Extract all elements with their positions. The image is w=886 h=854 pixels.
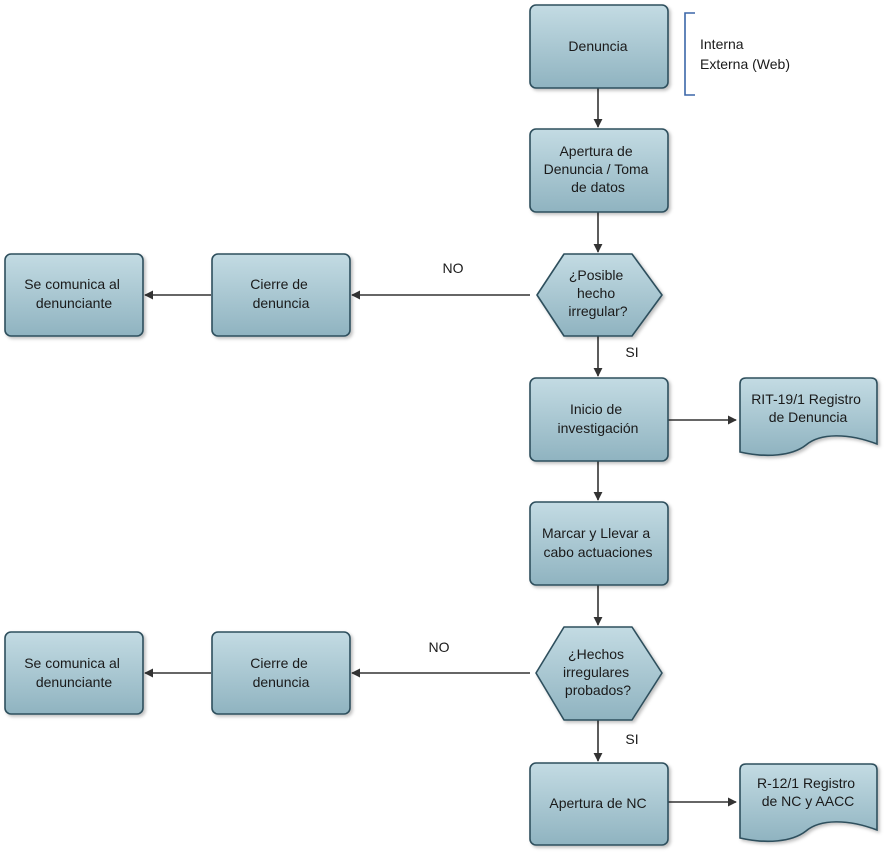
node-registro-rit xyxy=(739,377,878,457)
node-inicio-investigacion-line-1: Inicio de xyxy=(570,401,622,417)
node-marcar-actuaciones-label: Marcar y Llevar a cabo actuaciones xyxy=(542,525,654,560)
node-apertura-nc xyxy=(529,762,669,846)
node-comunica-2-label: Se comunica al denunciante xyxy=(24,655,124,690)
node-comunica-1 xyxy=(4,253,144,337)
annotation-line-1: Interna xyxy=(700,36,744,52)
node-registro-r12 xyxy=(739,763,878,843)
node-decision-posible-line-2: hecho xyxy=(577,285,615,301)
node-apertura-nc-line-1: Apertura de NC xyxy=(549,795,646,811)
node-decision-hechos xyxy=(535,626,663,721)
edge-label-si-2: SI xyxy=(625,731,638,747)
node-inicio-investigacion xyxy=(529,377,669,462)
node-registro-r12-label: R-12/1 Registro de NC y AACC xyxy=(757,775,859,809)
node-marcar-actuaciones-line-1: Marcar y Llevar a xyxy=(542,525,650,541)
node-comunica-2-line-1: Se comunica al xyxy=(24,655,120,671)
node-decision-posible-line-1: ¿Posible xyxy=(569,267,624,283)
node-decision-posible-line-3: irregular? xyxy=(568,303,627,319)
node-apertura-denuncia xyxy=(529,128,669,213)
node-denuncia-label: Denuncia xyxy=(568,38,627,54)
node-marcar-actuaciones-line-2: cabo actuaciones xyxy=(544,544,653,560)
edges xyxy=(144,88,737,807)
edge-label-si-1: SI xyxy=(625,344,638,360)
annotation-text: Interna Externa (Web) xyxy=(700,36,790,72)
node-decision-hechos-label: ¿Hechos irregulares probados? xyxy=(563,646,633,698)
annotation-bracket xyxy=(684,12,695,96)
node-cierre-1-label: Cierre de denuncia xyxy=(250,276,311,311)
node-apertura-denuncia-line-1: Apertura de xyxy=(559,143,632,159)
node-apertura-denuncia-label: Apertura de Denuncia / Toma de datos xyxy=(544,143,653,195)
node-comunica-1-label: Se comunica al denunciante xyxy=(24,276,124,311)
node-registro-r12-line-1: R-12/1 Registro xyxy=(757,775,855,791)
node-cierre-1 xyxy=(211,253,351,337)
node-decision-hechos-line-3: probados? xyxy=(565,682,631,698)
node-apertura-denuncia-line-2: Denuncia / Toma xyxy=(544,161,649,177)
node-inicio-investigacion-line-2: investigación xyxy=(558,420,639,436)
node-registro-rit-line-2: de Denuncia xyxy=(769,409,848,425)
node-cierre-2 xyxy=(211,631,351,715)
node-registro-rit-label: RIT-19/1 Registro de Denuncia xyxy=(751,391,865,425)
node-apertura-nc-label: Apertura de NC xyxy=(549,795,646,811)
node-registro-r12-line-2: de NC y AACC xyxy=(762,793,855,809)
node-denuncia-line-1: Denuncia xyxy=(568,38,627,54)
node-comunica-2-line-2: denunciante xyxy=(36,674,113,690)
node-comunica-1-line-1: Se comunica al xyxy=(24,276,120,292)
node-decision-posible xyxy=(536,253,663,337)
node-cierre-2-line-2: denuncia xyxy=(253,674,310,690)
edge-label-no-1: NO xyxy=(443,260,464,276)
node-marcar-actuaciones xyxy=(529,501,669,586)
node-comunica-2 xyxy=(4,631,144,715)
node-inicio-investigacion-label: Inicio de investigación xyxy=(558,401,639,436)
node-decision-hechos-line-2: irregulares xyxy=(563,664,629,680)
edge-label-no-2: NO xyxy=(429,639,450,655)
node-cierre-2-line-1: Cierre de xyxy=(250,655,308,671)
node-cierre-2-label: Cierre de denuncia xyxy=(250,655,311,690)
node-cierre-1-line-2: denuncia xyxy=(253,295,310,311)
node-cierre-1-line-1: Cierre de xyxy=(250,276,308,292)
node-registro-rit-line-1: RIT-19/1 Registro xyxy=(751,391,861,407)
annotation-line-2: Externa (Web) xyxy=(700,56,790,72)
node-apertura-denuncia-line-3: de datos xyxy=(571,179,625,195)
node-denuncia xyxy=(529,4,669,89)
node-comunica-1-line-2: denunciante xyxy=(36,295,113,311)
node-decision-hechos-line-1: ¿Hechos xyxy=(568,646,624,662)
node-decision-posible-label: ¿Posible hecho irregular? xyxy=(568,267,627,319)
